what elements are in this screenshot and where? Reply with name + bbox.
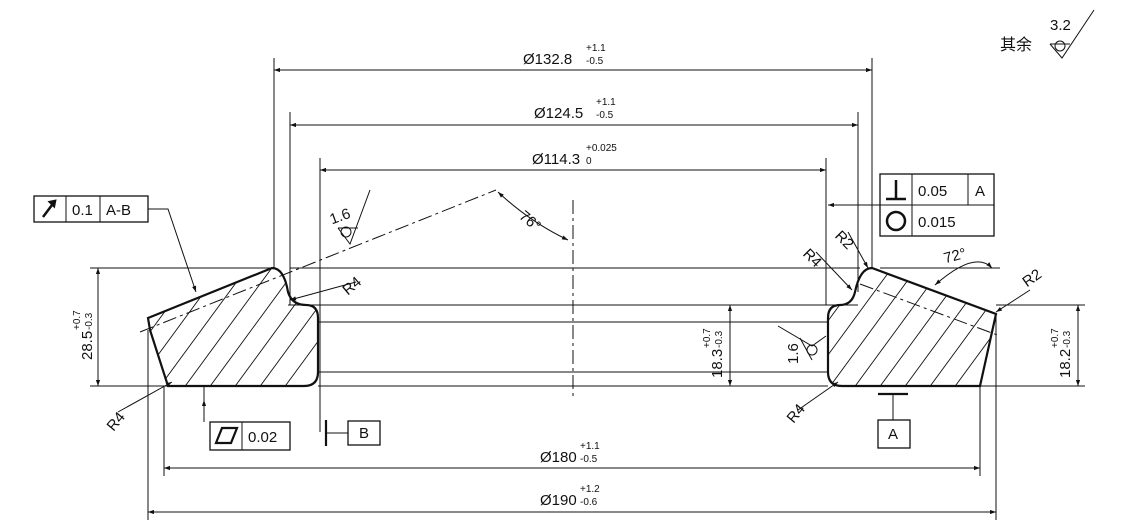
dim-d124-base: Ø124.5 [534,105,583,122]
dim-d180-upper: +1.1 [580,441,600,452]
reference-lines [90,267,1085,387]
dimension-d124: Ø124.5 +1.1 -0.5 [290,97,858,128]
angle-76: 76° [497,191,569,241]
radius-r2-top-right-label: R2 [831,227,857,253]
circularity-value: 0.015 [918,214,956,231]
dim-h183-base: 18.3 [709,349,726,378]
dim-d114-upper: +0.025 [586,143,617,154]
dim-h182-upper: +0.7 [1050,328,1061,348]
radius-r4-bottom-left: R4 [103,381,173,435]
perpendicularity-value: 0.05 [918,183,947,200]
dimension-d132: Ø132.8 +1.1 -0.5 [274,43,872,73]
dim-d180-lower: -0.5 [580,454,598,465]
dimension-h285: 28.5 +0.7 -0.3 [72,268,101,386]
dim-h182-lower: -0.3 [1062,330,1073,348]
perpendicularity-datum: A [975,183,985,200]
datum-b-label: B [359,425,369,442]
dim-d180-base: Ø180 [540,449,577,466]
taper-line-left [139,189,497,333]
dim-h183-upper: +0.7 [702,328,713,348]
dim-d124-lower: -0.5 [596,110,614,121]
datum-a-label: A [888,426,898,443]
flatness-frame: 0.02 [201,386,291,451]
dimension-h183: 18.3 +0.7 -0.3 [702,304,828,386]
radius-r2-far-right-label: R2 [1019,266,1044,291]
angle-72-label: 72° [942,245,968,267]
dim-d114-lower: 0 [586,156,592,167]
dim-h183-lower: -0.3 [714,330,725,348]
section-right [826,266,998,388]
orientation-frame: 0.05 A 0.015 [828,173,995,237]
roughness-rest-value: 3.2 [1050,17,1071,34]
dimension-d190: Ø190 +1.2 -0.6 [148,484,996,515]
dimension-d180: Ø180 +1.1 -0.5 [164,441,980,471]
perpendicularity-icon [886,180,906,201]
angle-72: 72° [918,245,1000,286]
dimension-h182: 18.2 +0.7 -0.3 [1050,305,1081,386]
dim-d132-base: Ø132.8 [523,51,572,68]
roughness-rest: 其余 3.2 [1000,9,1095,59]
runout-arrow-icon [42,199,57,218]
radius-r2-top-right: R2 [831,227,869,269]
hatching-right [828,268,996,386]
dim-d124-upper: +1.1 [596,97,616,108]
roughness-right-value: 1.6 [785,343,802,364]
datum-a: A [877,392,911,449]
angle-76-label: 76° [516,207,544,235]
extension-lines [147,58,997,520]
circularity-icon [885,210,907,232]
section-left [146,266,320,388]
runout-frame: 0.1 A-B [33,195,197,293]
roughness-left: 1.6 [327,189,371,246]
radius-r4-top-right-label: R4 [799,245,825,271]
dimension-d114: Ø114.3 +0.025 0 [320,143,826,173]
dim-d114-base: Ø114.3 [532,151,580,168]
datum-b: B [324,420,381,446]
dim-d190-upper: +1.2 [580,484,600,495]
roughness-right: 1.6 [777,325,827,364]
flatness-icon [214,426,239,445]
dim-h285-base: 28.5 [79,331,96,360]
dim-d132-upper: +1.1 [586,43,606,54]
radius-r4-bottom-right: R4 [783,381,839,427]
dim-h285-lower: -0.3 [84,312,95,330]
roughness-rest-label: 其余 [1000,35,1032,54]
dim-d190-lower: -0.6 [580,497,598,508]
dim-d190-base: Ø190 [540,492,577,509]
taper-line-right [859,283,1001,337]
radius-r4-top-left: R4 [289,273,365,301]
flatness-value: 0.02 [248,429,277,446]
dim-h182-base: 18.2 [1057,349,1074,378]
dim-h285-upper: +0.7 [72,310,83,330]
roughness-left-value: 1.6 [327,205,352,228]
runout-value: 0.1 [72,202,93,219]
hatching-left [148,268,318,386]
radius-r4-top-left-label: R4 [339,273,365,298]
runout-datum: A-B [106,202,131,219]
radius-r4-bottom-left-label: R4 [103,409,128,435]
dim-d132-lower: -0.5 [586,56,604,67]
